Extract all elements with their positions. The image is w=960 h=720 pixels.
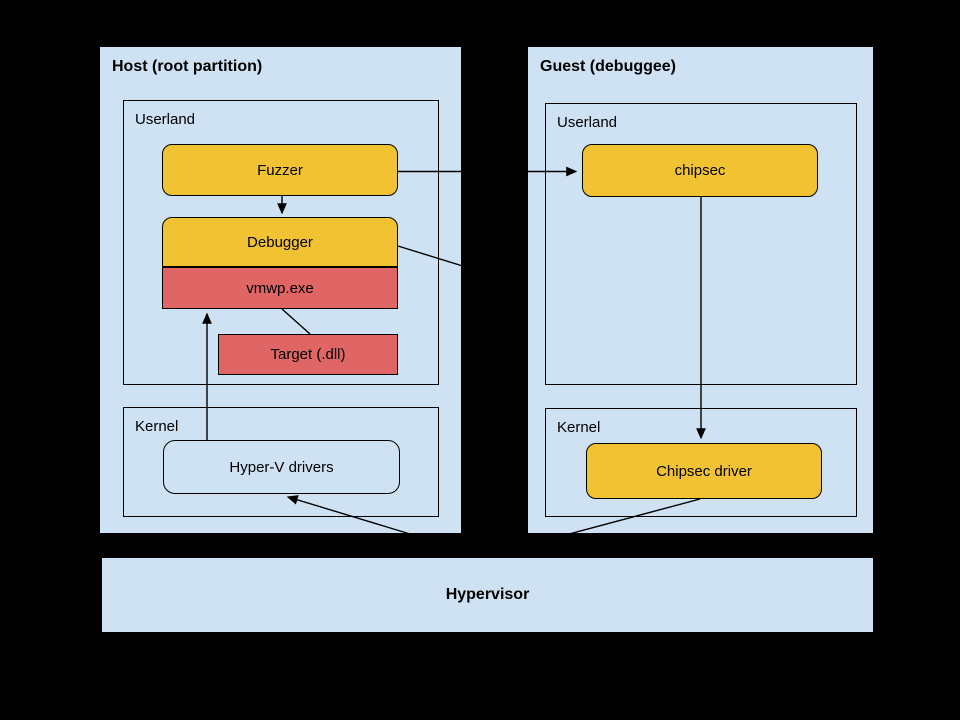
node-vmwp-exe: vmwp.exe [162,267,398,309]
host-panel: Host (root partition) Userland Fuzzer De… [100,47,461,533]
host-userland-label: Userland [135,111,196,128]
node-target-dll-label: Target (.dll) [270,346,346,363]
node-chipsec-driver: Chipsec driver [586,443,822,499]
guest-kernel-label: Kernel [557,419,601,436]
node-debugger-label: Debugger [247,233,313,251]
guest-panel: Guest (debuggee) Userland chipsec Kernel… [528,47,873,533]
host-kernel-label: Kernel [135,418,179,435]
node-chipsec-label: chipsec [674,162,726,179]
host-userland-section: Userland [123,100,439,385]
node-fuzzer-label: Fuzzer [257,161,303,179]
node-chipsec: chipsec [582,144,818,197]
node-debugger: Debugger [162,217,398,267]
hypervisor-title: Hypervisor [445,586,530,603]
node-hyperv-drivers-label: Hyper-V drivers [229,458,334,476]
node-vmwp-exe-label: vmwp.exe [246,279,314,297]
host-panel-title: Host (root partition) [112,58,263,75]
hypervisor-panel: Hypervisor [102,558,873,632]
node-chipsec-driver-label: Chipsec driver [656,462,752,480]
guest-panel-title: Guest (debuggee) [540,58,677,75]
node-target-dll: Target (.dll) [218,334,398,375]
guest-userland-label: Userland [557,114,618,131]
host-kernel-section: Kernel [123,407,439,517]
node-hyperv-drivers: Hyper-V drivers [163,440,400,494]
node-fuzzer: Fuzzer [162,144,398,196]
